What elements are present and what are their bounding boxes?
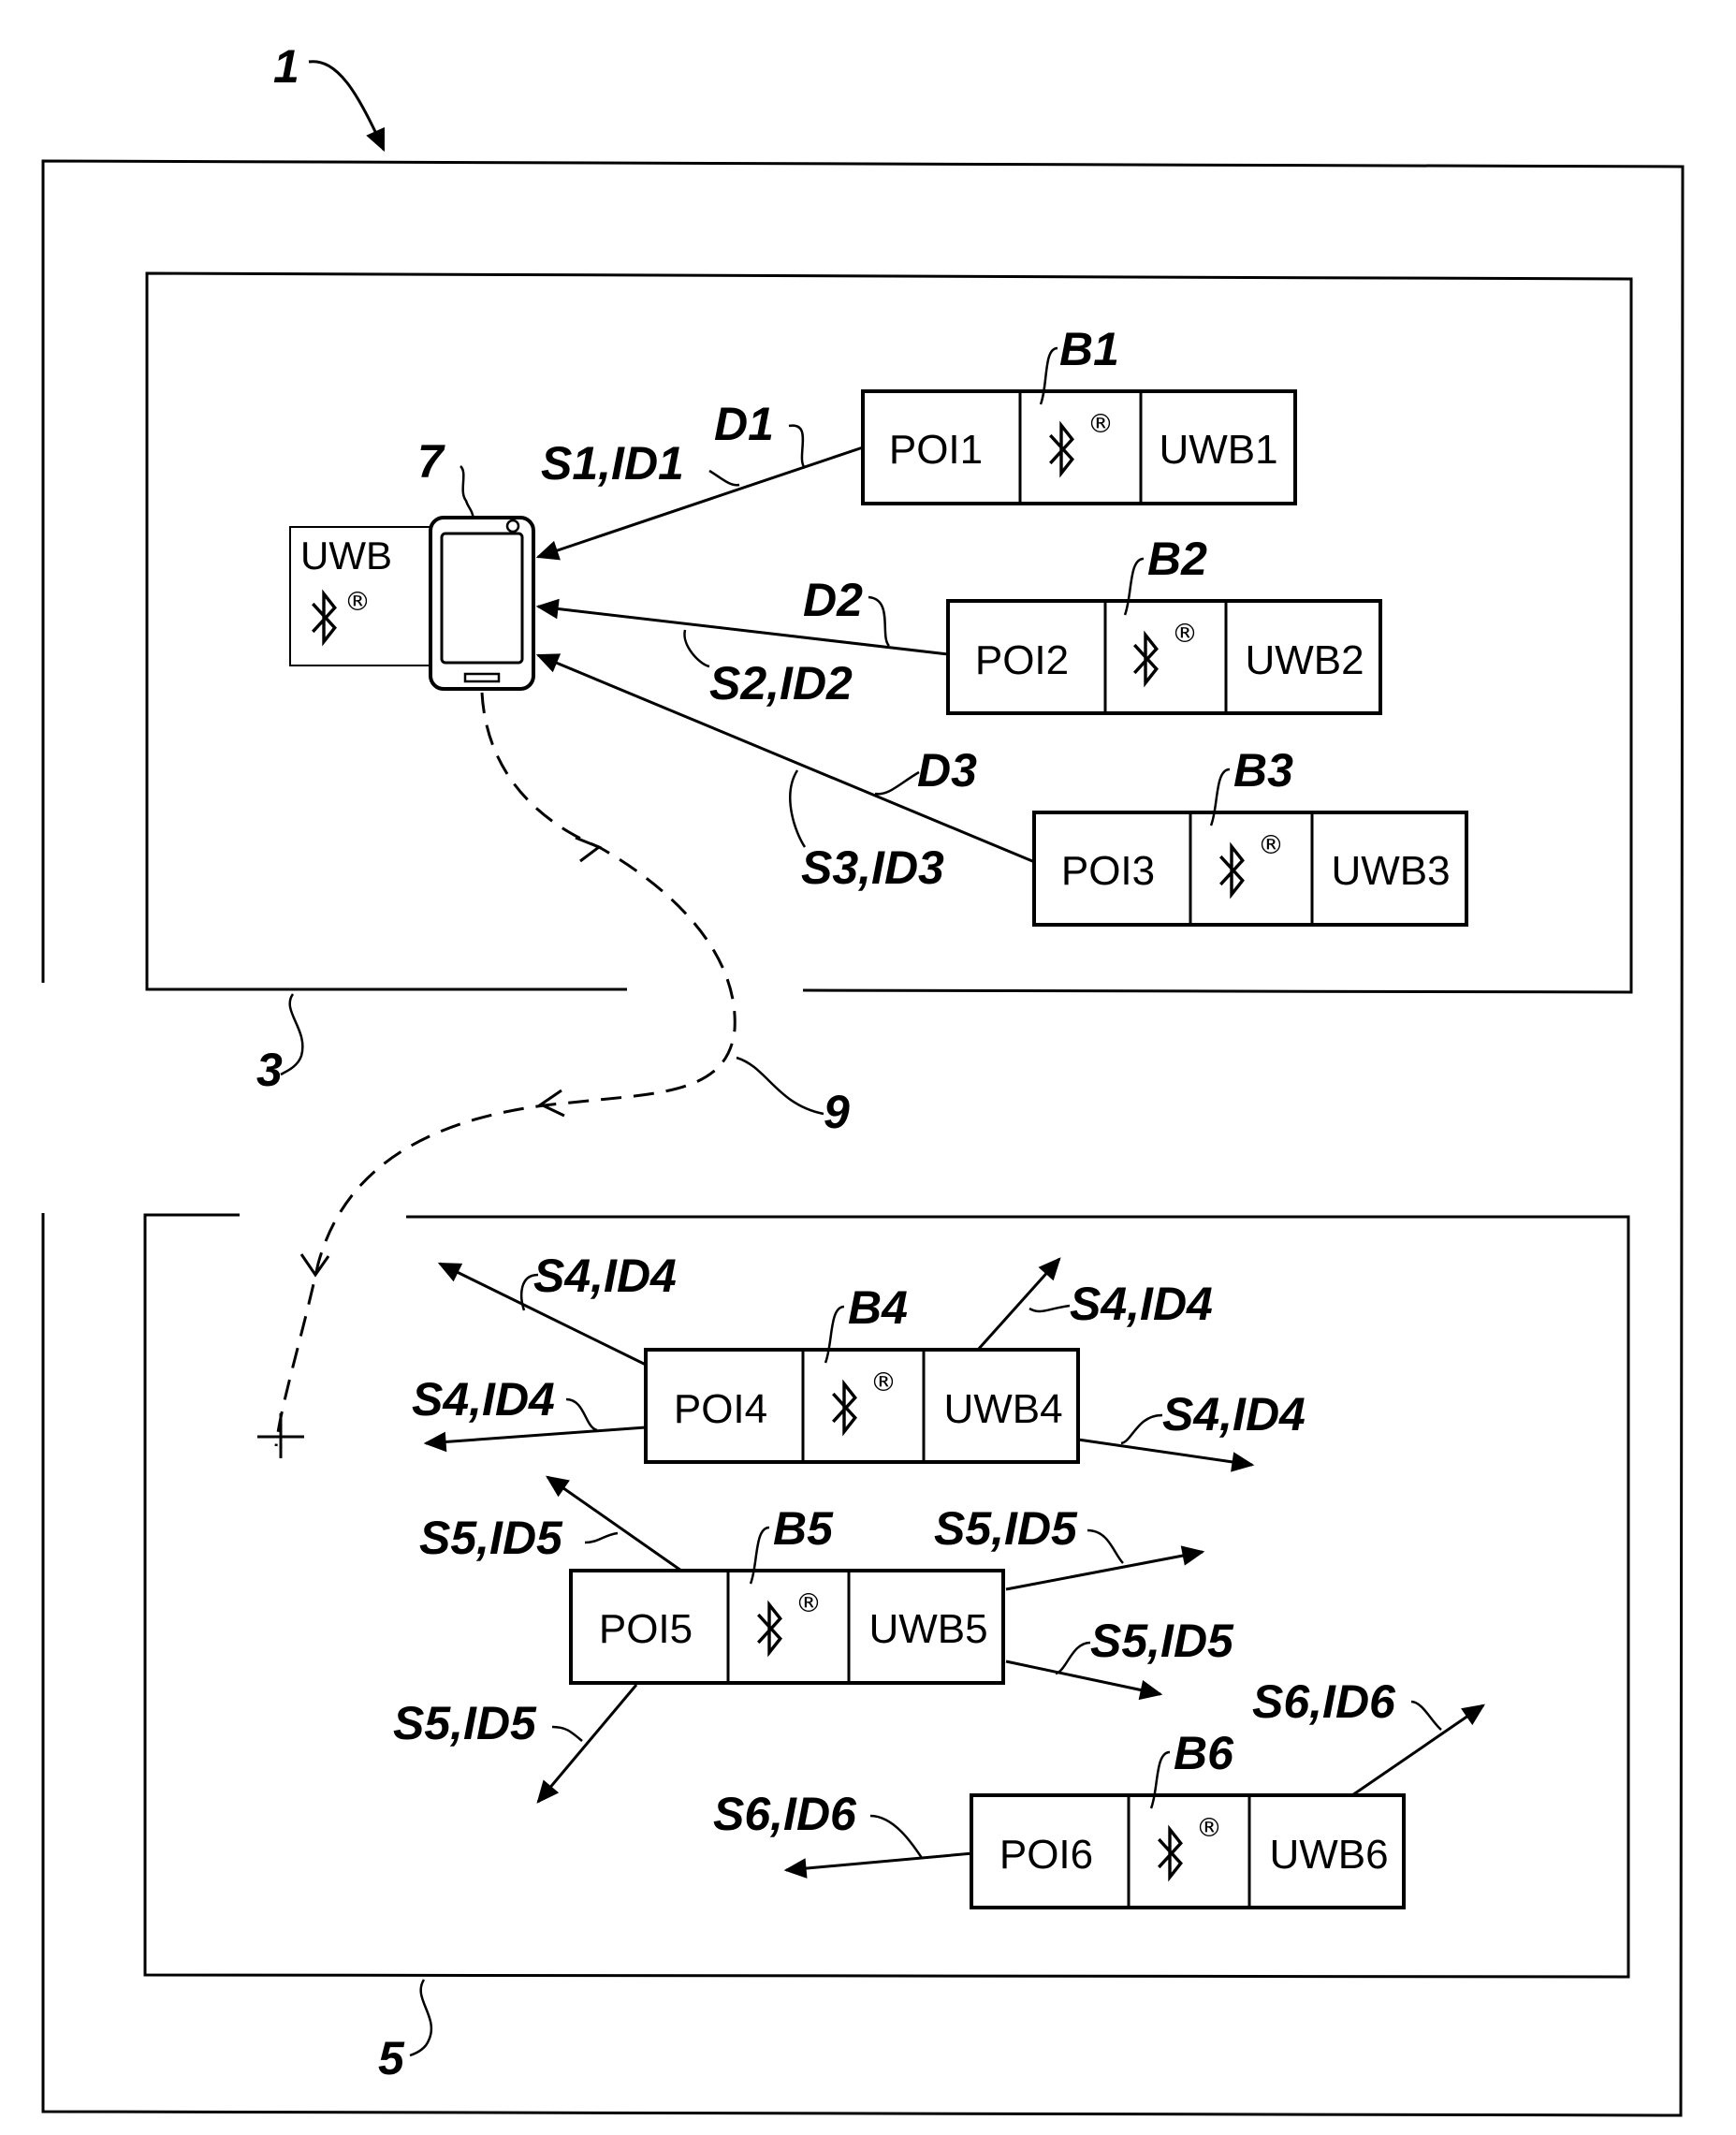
signal-label-4b: S4,ID4 <box>412 1373 555 1426</box>
device-label: 7 <box>417 435 445 488</box>
beacon-2: POI2 ® UWB2 B2 <box>948 533 1380 713</box>
smartphone-home-button <box>465 674 499 681</box>
building-callout: 1 <box>273 40 384 150</box>
device-uwb-label: UWB <box>300 534 392 578</box>
path-label: 9 <box>824 1086 850 1138</box>
beacon-6-registered-mark: ® <box>1196 1812 1222 1843</box>
distance-label-1: D1 <box>714 398 774 450</box>
beacon-2-poi: POI2 <box>975 637 1069 683</box>
signal-label-3: S3,ID3 <box>801 841 944 894</box>
device-registered-mark: ® <box>344 586 371 617</box>
path-arrow-1 <box>576 838 599 861</box>
beacon-4-uwb: UWB4 <box>943 1386 1062 1432</box>
beacon-1-poi: POI1 <box>889 427 983 473</box>
beacon-5-uwb: UWB5 <box>868 1606 987 1652</box>
signal-label-5d: S5,ID5 <box>1090 1615 1234 1667</box>
signal-label-2: S2,ID2 <box>709 657 853 709</box>
beacon-3-label: B3 <box>1233 744 1293 797</box>
building-label: 1 <box>273 40 299 93</box>
beacon-6: POI6 ® UWB6 B6 <box>971 1727 1404 1908</box>
beacon-5-label: B5 <box>773 1502 834 1555</box>
signal-label-4a: S4,ID4 <box>533 1250 677 1302</box>
signal-label-6a: S6,ID6 <box>713 1788 857 1840</box>
beacon-6-uwb: UWB6 <box>1269 1832 1388 1878</box>
smartphone-screen <box>442 534 522 663</box>
signal-label-5a: S5,ID5 <box>419 1512 563 1564</box>
beacon-2-registered-mark: ® <box>1172 618 1198 649</box>
beacon-1: POI1 ® UWB1 B1 <box>863 323 1295 504</box>
signal-label-5b: S5,ID5 <box>393 1697 537 1749</box>
beacon-4-label: B4 <box>848 1281 908 1334</box>
beacon-5-poi: POI5 <box>599 1606 693 1652</box>
signal-label-1: S1,ID1 <box>541 437 684 490</box>
destination-mark <box>257 1413 304 1458</box>
beacon-6-label: B6 <box>1174 1727 1234 1779</box>
beacon-5-registered-mark: ® <box>795 1587 822 1618</box>
beacon-1-label: B1 <box>1059 323 1119 375</box>
beacon-3-registered-mark: ® <box>1258 829 1284 860</box>
path-arrow-3 <box>301 1254 328 1275</box>
distance-label-2: D2 <box>803 574 863 626</box>
beacon-2-uwb: UWB2 <box>1245 637 1364 683</box>
signal-label-4c: S4,ID4 <box>1070 1278 1213 1330</box>
signal-label-6b: S6,ID6 <box>1252 1675 1396 1728</box>
beacon-3-poi: POI3 <box>1061 848 1155 894</box>
signal-label-4d: S4,ID4 <box>1162 1388 1306 1440</box>
mobile-device: UWB ® 7 <box>290 435 533 689</box>
beacon-3: POI3 ® UWB3 B3 <box>1034 744 1466 925</box>
beacon-3-uwb: UWB3 <box>1331 848 1450 894</box>
signal-line-2 <box>538 607 948 654</box>
beacon-6-poi: POI6 <box>999 1832 1093 1878</box>
smartphone-camera-icon <box>507 520 518 532</box>
signal-label-5c: S5,ID5 <box>934 1502 1078 1555</box>
beacon-1-registered-mark: ® <box>1087 408 1114 439</box>
room-lower-label: 5 <box>378 2032 405 2084</box>
beacon-4-poi: POI4 <box>674 1386 767 1432</box>
beacon-4-registered-mark: ® <box>870 1367 897 1397</box>
device-path: 9 <box>257 693 850 1458</box>
beacon-2-label: B2 <box>1147 533 1207 585</box>
beacon-1-uwb: UWB1 <box>1159 427 1277 473</box>
distance-label-3: D3 <box>917 744 977 797</box>
room-upper-label: 3 <box>256 1044 283 1096</box>
